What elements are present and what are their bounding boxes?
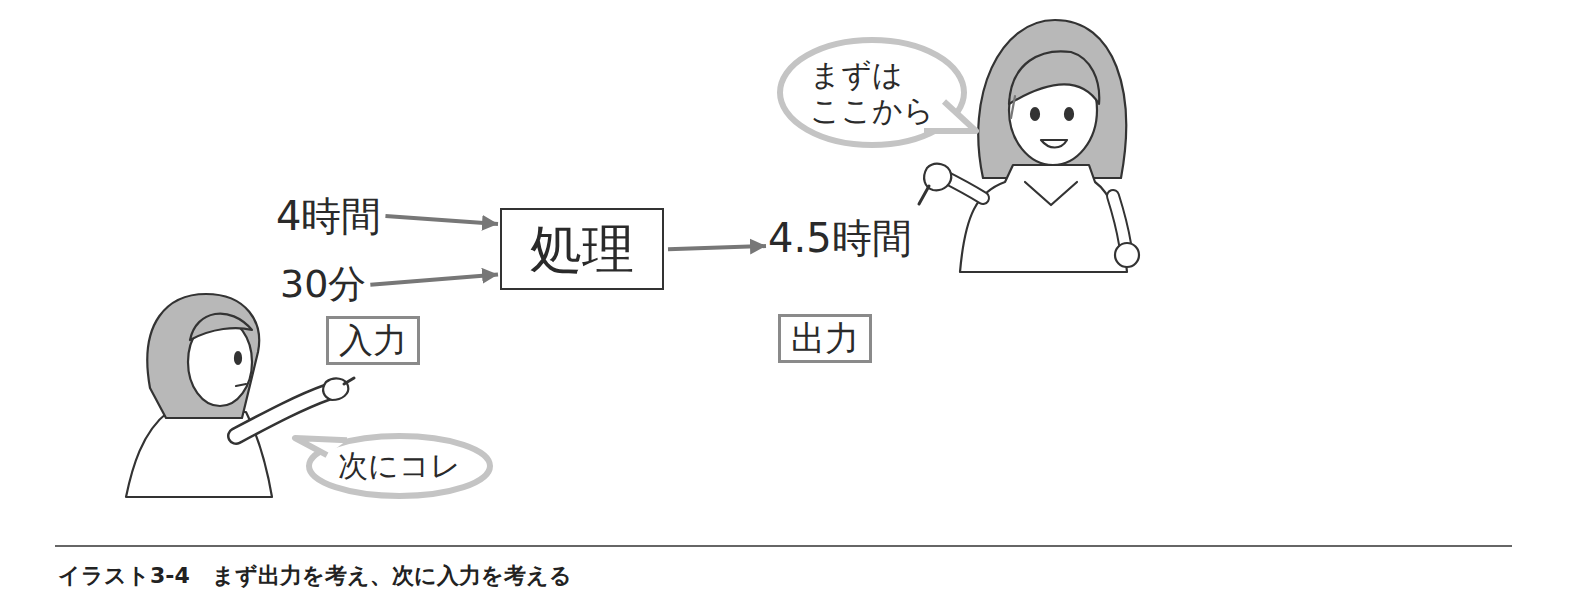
value-text: 30分 bbox=[280, 262, 366, 308]
value-text: 4.5時間 bbox=[768, 214, 912, 262]
box-label: 処理 bbox=[530, 218, 634, 280]
speech-bubble: 次にコレ bbox=[305, 432, 494, 500]
flow-arrow bbox=[668, 246, 766, 249]
input-tag: 入力 bbox=[326, 316, 420, 365]
speech-bubble: まずは ここから bbox=[776, 36, 968, 149]
value-text: 4時間 bbox=[276, 192, 381, 240]
pointing-person bbox=[919, 20, 1139, 272]
flow-arrow bbox=[370, 274, 498, 284]
figure-caption: イラスト3-4 まず出力を考え、次に入力を考える bbox=[58, 561, 572, 591]
box-label: 出力 bbox=[791, 318, 859, 359]
box-label: 入力 bbox=[339, 320, 407, 361]
speech-text: まずは ここから bbox=[810, 57, 934, 129]
input-value: 30分 bbox=[280, 262, 366, 308]
output-value: 4.5時間 bbox=[768, 214, 912, 262]
input-value: 4時間 bbox=[276, 192, 381, 240]
flow-arrow bbox=[385, 216, 498, 224]
speech-text: 次にコレ bbox=[338, 448, 461, 484]
caption-rule bbox=[55, 545, 1512, 547]
output-tag: 出力 bbox=[778, 314, 872, 363]
process-box: 処理 bbox=[500, 208, 664, 290]
